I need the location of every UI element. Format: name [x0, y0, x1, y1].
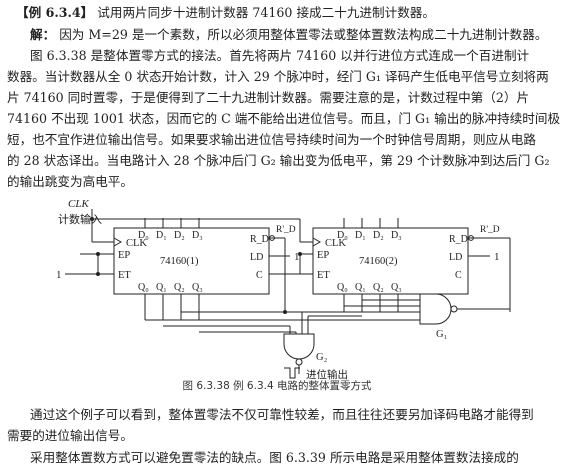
para1-line4: 74160 不出现 1001 状态，因而它的 C 端不能给出进位信号。而且，门 …: [7, 111, 561, 126]
chip1-rd-prime: R'_D: [276, 225, 296, 235]
chip2-pin-q3: Q₃: [391, 282, 402, 293]
para1-line5: 短，也不宜作进位输出信号。如果要求输出进位信号持续时间为一个时钟信号周期，则应从…: [7, 132, 536, 147]
chip2-pin-rd: R_D: [449, 234, 468, 245]
solution-line1: 因为 M=29 是一个素数，所以必须用整体置零法或整体置数法构成二十九进制计数器…: [59, 27, 548, 42]
solution-label: 解：: [30, 27, 56, 42]
one-label-left: 1: [56, 269, 62, 281]
chip1-pin-rd: R_D: [250, 234, 269, 245]
chip1-pin-et: ET: [118, 270, 131, 281]
para2-line2: 需要的进位输出信号。: [7, 428, 133, 443]
chip1-pin-c: C: [256, 270, 263, 281]
chip1-box: [113, 227, 270, 295]
para1-line1: 图 6.3.38 是整体置零方式的接法。首先将两片 74160 以并行进位方式连…: [30, 48, 530, 63]
chip2-name: 74160(2): [359, 256, 398, 267]
carry-out-label: 进位输出: [306, 368, 348, 381]
example-title: 试用两片同步十进制计数器 74160 接成二十九进制计数器。: [97, 5, 435, 20]
chip2-pin-c: C: [455, 270, 462, 281]
circuit-diagram: CLK 计数输入 1 1 1 CLK EP ET D₀ D₁ D₂ D₃ 741…: [56, 198, 511, 381]
chip1-pin-ld: LD: [250, 252, 263, 263]
chip1-pin-d3: D₃: [192, 230, 203, 241]
chip2-pin-ld: LD: [449, 252, 462, 263]
chip1-pin-ep: EP: [118, 250, 130, 261]
para1-line2: 数器。当计数器从全 0 状态开始计数，计入 29 个脉冲时，经门 G₁ 译码产生…: [7, 69, 549, 84]
chip2-pin-et: ET: [317, 270, 330, 281]
chip2-pin-q2: Q₂: [373, 282, 384, 293]
chip2-pin-d0: D₀: [337, 230, 348, 241]
gate1-label: G₁: [436, 329, 447, 340]
chip1-pin-q0: Q₀: [138, 282, 149, 293]
para3-line1: 采用整体置数方式可以避免置零法的缺点。图 6.3.39 所示电路是采用整体置数法…: [30, 450, 519, 465]
chip1-name: 74160(1): [160, 256, 199, 267]
chip1-pin-d0: D₀: [138, 230, 149, 241]
chip2-pin-clk: CLK: [325, 238, 346, 249]
example-heading: 【例 6.3.4】 试用两片同步十进制计数器 74160 接成二十九进制计数器。: [16, 2, 566, 23]
para1-line6: 的 28 状态译出。当电路计入 28 个脉冲后门 G₂ 输出变为低电平，第 29…: [7, 153, 550, 168]
chip2-pin-q0: Q₀: [337, 282, 348, 293]
gate2-label: G₂: [316, 352, 328, 363]
clk-label: CLK: [68, 198, 89, 210]
chip1-pin-q1: Q₁: [156, 282, 167, 293]
figure-caption: 图 6.3.38 例 6.3.4 电路的整体置零方式: [182, 380, 372, 392]
chip1-pin-clk: CLK: [126, 238, 147, 249]
para1-line7: 的输出跳变为高电平。: [7, 174, 133, 189]
para1-line3: 片 74160 同时置零，于是便得到了二十九进制计数器。需要注意的是，计数过程中…: [7, 90, 530, 105]
chip2-pin-d1: D₁: [355, 230, 366, 241]
chip1-pin-d2: D₂: [174, 230, 185, 241]
chip1-pin-q2: Q₂: [174, 282, 185, 293]
solution-intro: 解： 因为 M=29 是一个素数，所以必须用整体置零法或整体置数法构成二十九进制…: [30, 24, 580, 45]
one-label-ld1: 1: [294, 251, 300, 263]
chip2-pin-d3: D₃: [391, 230, 402, 241]
chip2-rd-prime: R'_D: [480, 225, 500, 235]
circuit-figure: CLK 计数输入 1 1 1 CLK EP ET D₀ D₁ D₂ D₃ 741…: [0, 194, 554, 404]
clk-input-label: 计数输入: [58, 212, 102, 226]
chip1-pin-d1: D₁: [156, 230, 167, 241]
chip2-pin-d2: D₂: [373, 230, 384, 241]
chip2-pin-ep: EP: [317, 250, 329, 261]
chip1-pin-q3: Q₃: [192, 282, 203, 293]
example-label: 【例 6.3.4】: [16, 5, 94, 20]
chip2-pin-q1: Q₁: [355, 282, 366, 293]
one-label-ld2: 1: [494, 251, 500, 263]
para2-line1: 通过这个例子可以看到，整体置零法不仅可靠性较差，而且往往还要另加译码电路才能得到: [30, 407, 534, 422]
chip2-box: [312, 227, 469, 295]
